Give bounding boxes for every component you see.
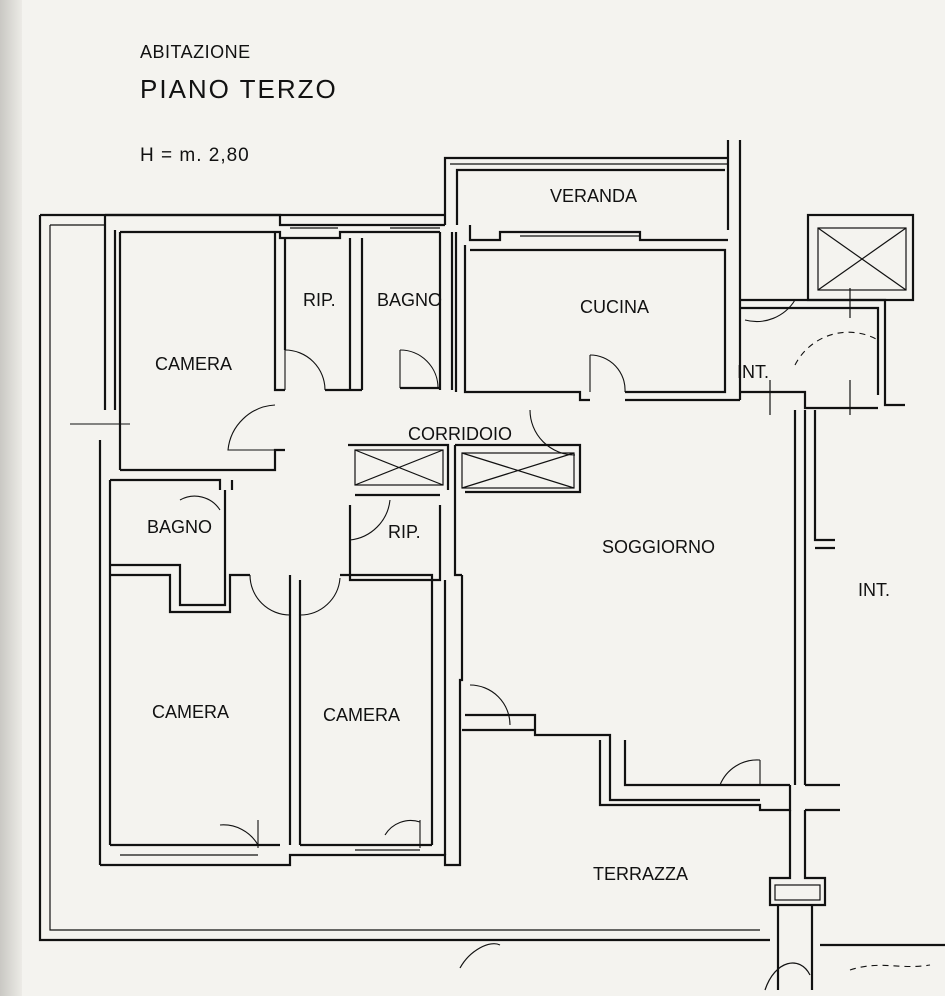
room-label-camera-bottom-middle: CAMERA xyxy=(323,705,400,725)
room-label-rip-mid: RIP. xyxy=(388,522,421,542)
room-label-cucina: CUCINA xyxy=(580,297,649,317)
room-label-soggiorno: SOGGIORNO xyxy=(602,537,715,557)
room-label-bagno-left: BAGNO xyxy=(147,517,212,537)
top-walls xyxy=(105,213,445,240)
rip-bagno-top-walls xyxy=(325,232,458,392)
room-label-camera-bottom-left: CAMERA xyxy=(152,702,229,722)
room-label-bagno-top: BAGNO xyxy=(377,290,442,310)
room-label-veranda: VERANDA xyxy=(550,186,637,206)
ceiling-height-label: H = m. 2,80 xyxy=(140,145,250,166)
room-label-rip-top: RIP. xyxy=(303,290,336,310)
veranda-walls xyxy=(443,140,742,300)
exterior-walls xyxy=(98,215,462,867)
scan-marks xyxy=(459,943,931,991)
pillar xyxy=(768,810,827,990)
corridor-walls xyxy=(348,443,582,577)
cucina-walls xyxy=(463,245,742,402)
scan-edge-shadow xyxy=(0,0,22,996)
room-label-terrazza: TERRAZZA xyxy=(593,864,688,884)
int-top-walls xyxy=(740,213,915,415)
bottom-camere-walls xyxy=(288,573,447,855)
plan-type-label: ABITAZIONE xyxy=(140,42,251,62)
outer-boundary xyxy=(38,213,945,947)
door-swings xyxy=(70,299,879,848)
room-label-corridoio: CORRIDOIO xyxy=(408,424,512,444)
room-label-int-right: INT. xyxy=(858,580,890,600)
camera-top-walls xyxy=(118,232,287,472)
room-label-int-top: INT. xyxy=(737,362,769,382)
floor-title: PIANO TERZO xyxy=(140,74,338,104)
soggiorno-walls xyxy=(458,410,840,812)
room-label-camera-top: CAMERA xyxy=(155,354,232,374)
bagno-left-walls xyxy=(110,478,442,614)
